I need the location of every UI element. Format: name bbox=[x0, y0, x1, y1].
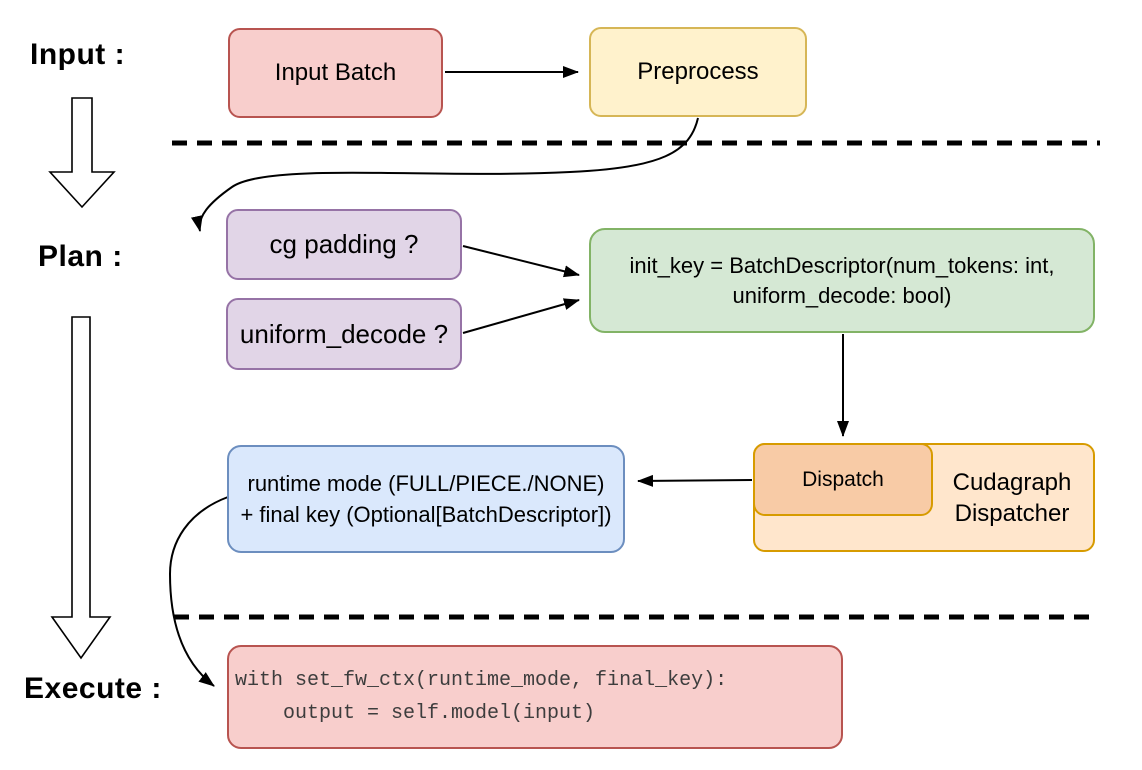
node-init-key: init_key = BatchDescriptor(num_tokens: i… bbox=[589, 228, 1095, 333]
node-runtime-mode: runtime mode (FULL/PIECE./NONE) + final … bbox=[227, 445, 625, 553]
node-init-key-line1: init_key = BatchDescriptor(num_tokens: i… bbox=[629, 252, 1055, 278]
node-cudagraph-dispatcher-line2: Dispatcher bbox=[954, 499, 1070, 527]
stage-label-execute: Execute : bbox=[24, 672, 162, 705]
node-init-key-line2: uniform_decode: bool) bbox=[732, 282, 952, 308]
stage-arrow-input-to-plan bbox=[48, 97, 116, 209]
arrow-cgpadding-to-initkey bbox=[462, 245, 580, 278]
node-cg-padding-label: cg padding ? bbox=[269, 229, 419, 259]
arrow-dispatch-to-runtime bbox=[637, 474, 753, 487]
node-execute-code-line2: output = self.model(input) bbox=[235, 702, 596, 725]
stage-label-plan: Plan : bbox=[38, 240, 123, 273]
node-execute-code-line1: with set_fw_ctx(runtime_mode, final_key)… bbox=[235, 669, 728, 692]
node-input-batch-label: Input Batch bbox=[274, 59, 397, 86]
stage-arrow-plan-to-execute bbox=[50, 316, 112, 660]
node-dispatch: Dispatch bbox=[753, 443, 933, 516]
node-dispatch-label: Dispatch bbox=[802, 467, 884, 491]
stage-label-input: Input : bbox=[30, 38, 126, 71]
arrow-preprocess-to-cgpadding bbox=[191, 117, 699, 232]
node-execute-code: with set_fw_ctx(runtime_mode, final_key)… bbox=[227, 645, 843, 749]
node-preprocess-label: Preprocess bbox=[637, 58, 759, 85]
arrow-runtime-to-code bbox=[168, 496, 229, 687]
node-cudagraph-dispatcher-label: Cudagraph Dispatcher bbox=[931, 467, 1093, 529]
node-cudagraph-dispatcher-line1: Cudagraph bbox=[952, 468, 1072, 496]
node-runtime-mode-line1: runtime mode (FULL/PIECE./NONE) bbox=[247, 471, 605, 496]
arrow-uniformdecode-to-initkey bbox=[462, 298, 580, 334]
node-input-batch: Input Batch bbox=[228, 28, 443, 118]
node-runtime-mode-line2: + final key (Optional[BatchDescriptor]) bbox=[240, 502, 612, 527]
node-preprocess: Preprocess bbox=[589, 27, 807, 117]
node-cg-padding: cg padding ? bbox=[226, 209, 462, 280]
node-uniform-decode: uniform_decode ? bbox=[226, 298, 462, 370]
node-uniform-decode-label: uniform_decode ? bbox=[239, 318, 449, 349]
